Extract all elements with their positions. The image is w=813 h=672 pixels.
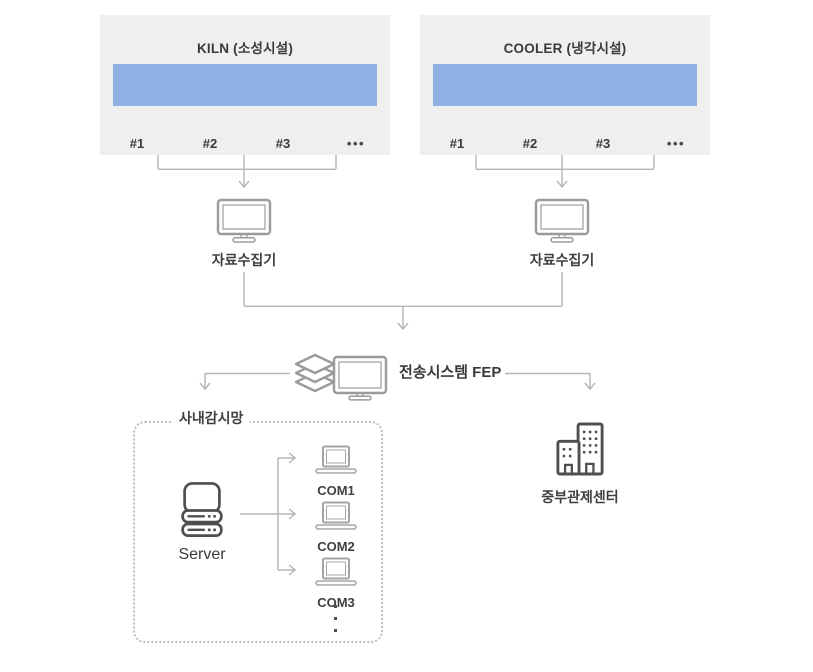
cooler-unit-3: #3 [595,136,611,151]
kiln-unit-1: #1 [129,136,145,151]
fep-label: 전송시스템 FEP [399,364,502,381]
collectors-merge [243,272,563,328]
arrow-down-icon [584,382,596,391]
cooler-facility-box: COOLER (냉각시설) #1 #2 #3 ••• [420,15,710,155]
kiln-unit-3: #3 [275,136,291,151]
arrow-down-icon [397,322,409,331]
cooler-title: COOLER (냉각시설) [503,41,627,56]
kiln-bracket [157,155,337,186]
server-icon [181,482,223,537]
server-label: Server [178,546,226,563]
com2-node: COM2 [308,501,364,554]
building-icon [556,422,604,476]
com1-label: COM1 [317,483,355,498]
internal-network-title: 사내감시망 [172,408,251,428]
data-collector-2: 자료수집기 [522,198,602,270]
cooler-bracket [475,155,655,186]
arrow-right-icon [288,564,297,576]
control-center-label: 중부관제센터 [541,489,619,505]
kiln-units-ellipsis: ••• [346,136,366,151]
kiln-facility-box: KILN (소성시설) #1 #2 #3 ••• [100,15,390,155]
arrow-down-icon [199,382,211,391]
cooler-units-ellipsis: ••• [666,136,686,151]
control-center-node: 중부관제센터 [525,421,635,507]
laptop-icon [315,445,357,474]
com2-label: COM2 [317,539,355,554]
cooler-equipment-bar [433,64,697,106]
arrow-down-icon [238,180,250,189]
fep-to-center-line [505,372,591,388]
kiln-unit-2: #2 [202,136,218,151]
laptop-icon [315,557,357,586]
arrow-right-icon [288,508,297,520]
monitor-icon [332,355,388,401]
monitor-icon [216,198,272,243]
com3-label: COM3 [317,595,355,610]
collector-1-label: 자료수집기 [211,252,277,268]
cooler-unit-2: #2 [522,136,538,151]
arrow-right-icon [288,452,297,464]
arrow-down-icon [556,180,568,189]
server-fanout [240,457,294,571]
server-node: Server [164,481,240,564]
layers-icon [294,353,336,393]
monitor-icon [534,198,590,243]
collector-2-label: 자료수집기 [529,252,595,268]
cooler-unit-1: #1 [449,136,465,151]
com3-node: COM3 [308,557,364,610]
internal-network-box [133,421,383,643]
fep-to-network-line [204,372,290,388]
com1-node: COM1 [308,445,364,498]
more-terminals-ellipsis [334,605,337,641]
data-collector-1: 자료수집기 [204,198,284,270]
kiln-title: KILN (소성시설) [196,41,294,56]
kiln-equipment-bar [113,64,377,106]
laptop-icon [315,501,357,530]
